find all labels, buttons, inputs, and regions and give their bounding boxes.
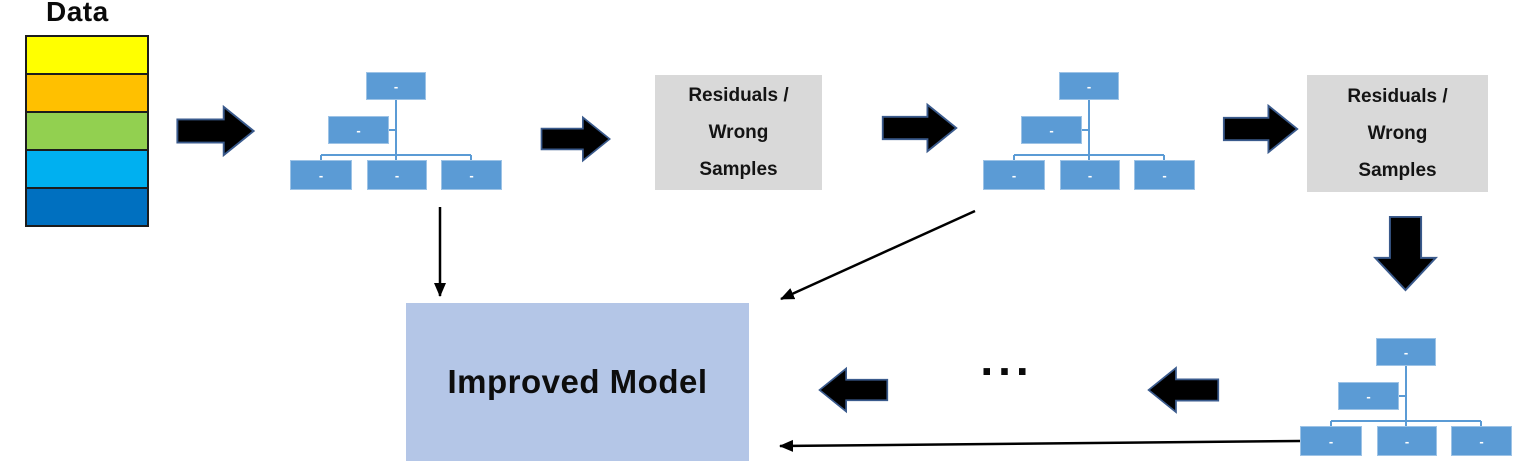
residuals-line: Residuals /	[1347, 86, 1448, 107]
data-band-2	[27, 73, 147, 111]
data-band-3	[27, 111, 147, 149]
decision-tree-3: - - - - -	[1300, 338, 1512, 458]
tree-node-root: -	[1376, 338, 1436, 366]
residuals-line: Samples	[699, 159, 778, 180]
tree-node-leaf: -	[1060, 160, 1120, 190]
tree-node-leaf: -	[367, 160, 427, 190]
tree-node-leaf: -	[983, 160, 1045, 190]
tree-node-child: -	[328, 116, 389, 144]
decision-tree-2: - - - - -	[983, 72, 1195, 192]
residuals-line: Residuals /	[688, 85, 789, 106]
improved-model-box: Improved Model	[406, 303, 749, 461]
flow-arrow-left-icon	[1147, 366, 1220, 414]
tree-node-root: -	[1059, 72, 1119, 100]
residuals-line: Wrong	[708, 122, 769, 143]
flow-arrow-right-icon	[176, 104, 256, 158]
tree-node-leaf: -	[441, 160, 502, 190]
data-band-1	[27, 37, 147, 73]
flow-arrow-right-icon	[1222, 103, 1299, 155]
tree-node-leaf: -	[1134, 160, 1195, 190]
residuals-box-1: Residuals / Wrong Samples	[655, 75, 822, 190]
tree-connector-lines	[1330, 366, 1482, 426]
tree-node-child: -	[1338, 382, 1399, 410]
residuals-box-2: Residuals / Wrong Samples	[1307, 75, 1488, 192]
thin-arrow-tree2-to-model	[780, 209, 976, 301]
data-stack-title: Data	[46, 0, 109, 27]
tree-connector-lines	[1013, 100, 1165, 160]
tree-connector-lines	[320, 100, 472, 160]
flow-arrow-right-icon	[881, 102, 958, 154]
thin-arrow-tree3-to-model	[779, 439, 1301, 452]
data-band-5	[27, 187, 147, 225]
tree-node-child: -	[1021, 116, 1082, 144]
tree-node-leaf: -	[290, 160, 352, 190]
flow-arrow-down-icon	[1373, 215, 1438, 292]
tree-node-leaf: -	[1451, 426, 1512, 456]
ellipsis-label: ...	[980, 333, 1034, 385]
tree-node-leaf: -	[1300, 426, 1362, 456]
residuals-line: Samples	[1358, 160, 1437, 181]
residuals-line: Wrong	[1367, 123, 1428, 144]
data-stack	[25, 35, 149, 227]
tree-node-leaf: -	[1377, 426, 1437, 456]
flow-arrow-left-icon	[818, 366, 889, 414]
tree-node-root: -	[366, 72, 426, 100]
flow-arrow-right-icon	[540, 115, 611, 163]
data-band-4	[27, 149, 147, 187]
decision-tree-1: - - - - -	[290, 72, 502, 192]
improved-model-label: Improved Model	[447, 363, 708, 400]
